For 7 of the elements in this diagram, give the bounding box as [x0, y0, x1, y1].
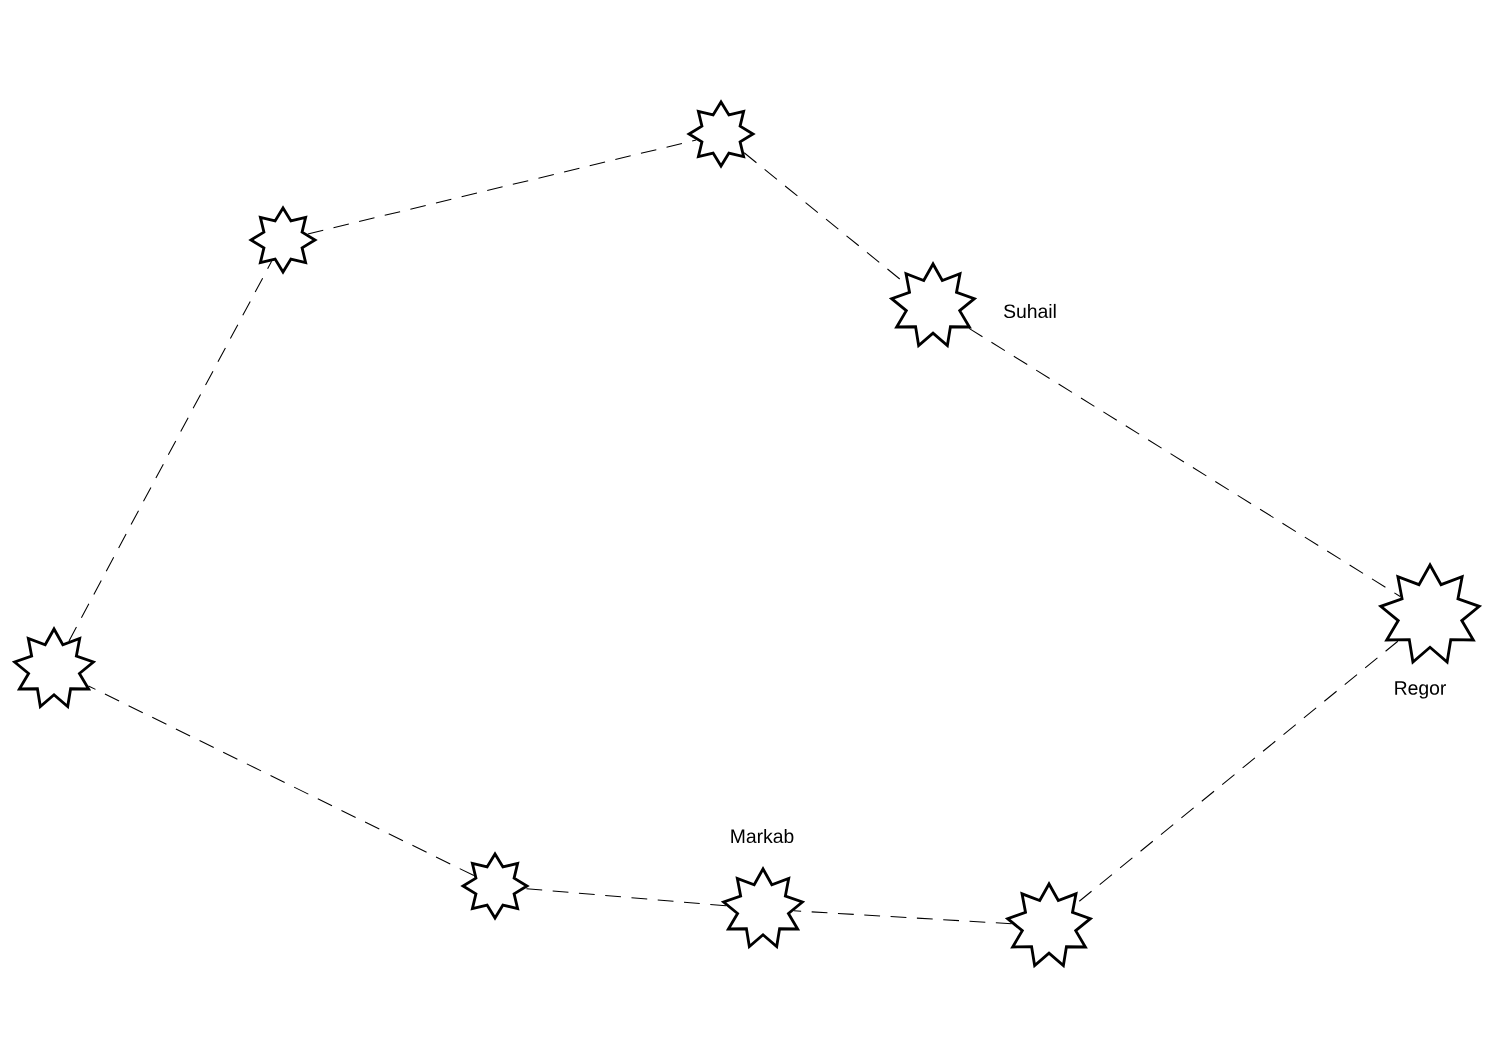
dashed-line — [524, 888, 727, 907]
star-name: Suhail — [1004, 303, 1056, 319]
dashed-line — [87, 685, 475, 877]
dashed-line — [307, 139, 697, 235]
dashed-line — [793, 910, 1013, 925]
star-name: Regor — [1395, 681, 1446, 699]
star-name: Markab — [731, 828, 794, 844]
